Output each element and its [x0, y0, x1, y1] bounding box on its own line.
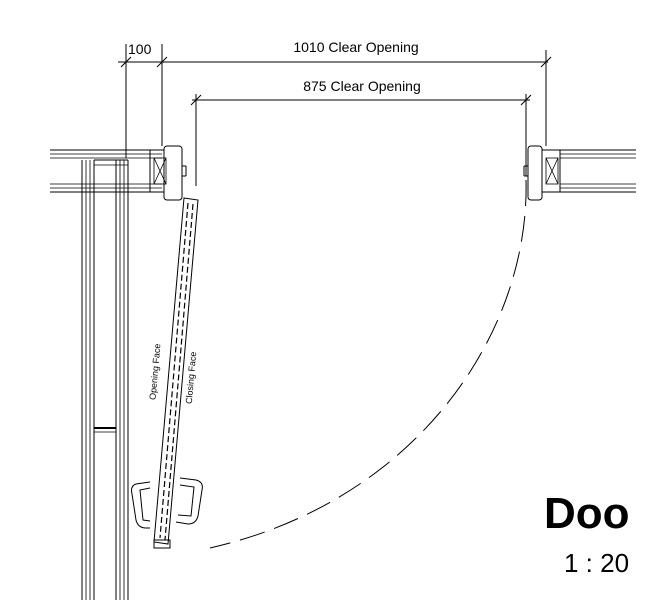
drawing-title: Doo: [544, 489, 630, 538]
dimension-inner-clear-opening: 875 Clear Opening: [190, 78, 532, 186]
drawing-scale: 1 : 20: [564, 548, 629, 578]
outer-clear-opening-label: 1010 Clear Opening: [293, 39, 418, 55]
door-leaf: Opening Face Closing Face: [148, 197, 199, 549]
right-door-frame: [523, 145, 561, 201]
door-swing-arc: [209, 179, 527, 549]
title-block: Doo 1 : 20: [544, 489, 630, 578]
dimension-frame-width: 100: [118, 41, 168, 158]
left-wall: [50, 149, 162, 193]
left-door-frame: [149, 145, 187, 201]
inner-clear-opening-label: 875 Clear Opening: [303, 78, 421, 94]
opening-face-label: Opening Face: [148, 343, 163, 400]
right-wall: [560, 149, 636, 193]
closing-face-label: Closing Face: [184, 351, 199, 404]
door-handles: [131, 477, 203, 529]
side-wall-vertical: [81, 159, 129, 600]
dimension-outer-clear-opening: 1010 Clear Opening: [162, 39, 552, 146]
frame-width-label: 100: [128, 41, 152, 57]
